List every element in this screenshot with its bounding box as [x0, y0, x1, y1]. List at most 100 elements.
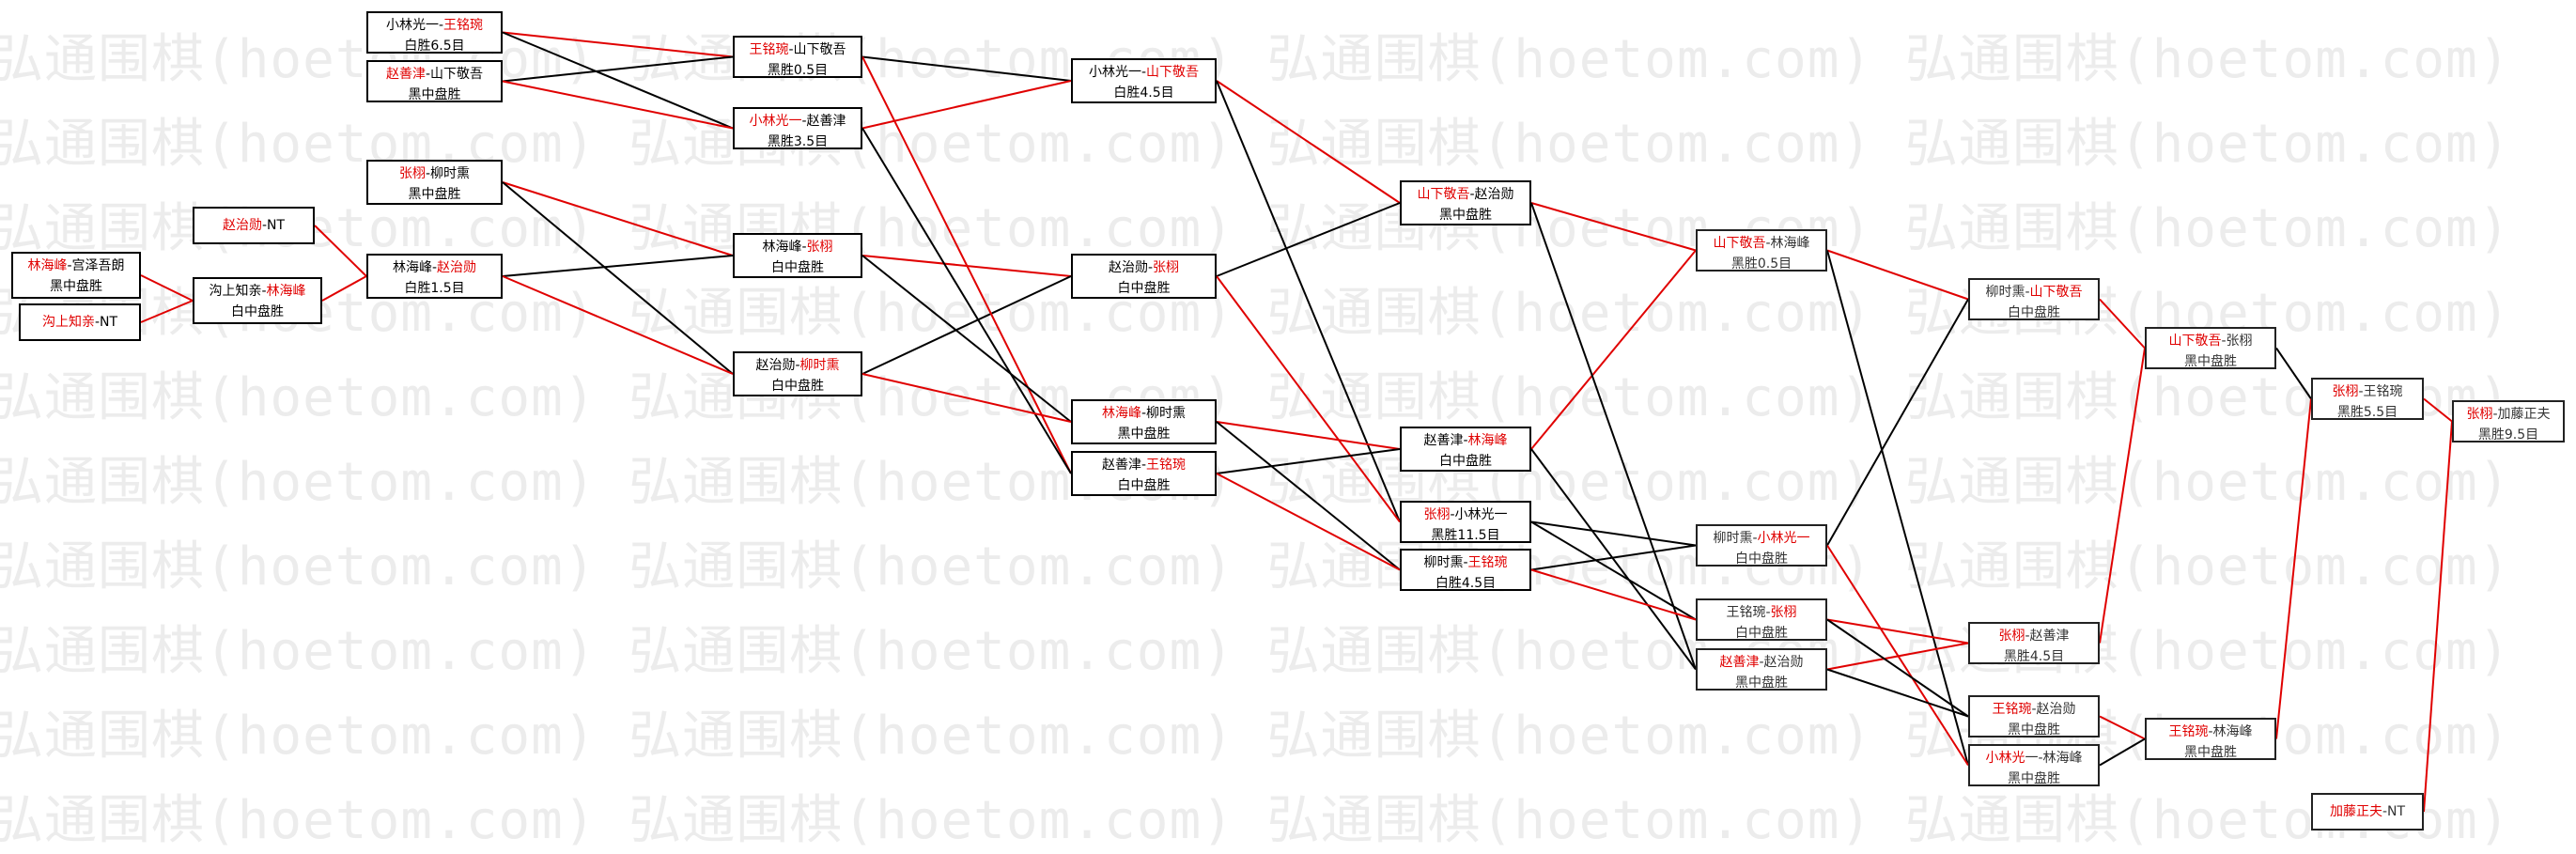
- winner-advance-line: [2099, 298, 2146, 349]
- winner-advance-line: [861, 56, 1072, 474]
- match-result: 白中盘胜: [1735, 551, 1788, 567]
- winner-advance-line: [2099, 715, 2146, 740]
- match-result: 黑胜4.5目: [2003, 649, 2065, 664]
- match-result: 黑胜9.5目: [2477, 427, 2539, 443]
- match-lin-vs-cho-chikun: 林海峰-赵治勋白胜1.5目: [366, 254, 503, 299]
- winner-name: 张栩: [2466, 407, 2493, 422]
- player-name: -宫泽吾朗: [67, 258, 125, 273]
- player-name: -加藤正夫: [2492, 407, 2551, 422]
- match-players: 小林光一-林海峰: [1970, 748, 2098, 769]
- winner-advance-line: [2099, 348, 2146, 644]
- match-players: 赵治勋-张栩: [1073, 257, 1215, 278]
- match-players: 张栩-柳时熏: [368, 163, 501, 184]
- player-name: 赵治勋-: [1108, 260, 1154, 275]
- player-name: 赵治勋-: [755, 358, 800, 373]
- winner-name: 赵治勋: [222, 218, 262, 233]
- match-players: 赵善津-赵治勋: [1698, 652, 1825, 673]
- winner-advance-line: [140, 274, 194, 302]
- loser-advance-line: [1826, 250, 1969, 766]
- winner-advance-line: [861, 373, 1072, 423]
- loser-advance-line: [1530, 448, 1697, 671]
- match-result: 黑胜0.5目: [1730, 256, 1792, 272]
- match-players: 林海峰-宫泽吾朗: [13, 256, 139, 276]
- match-zhang-xu-vs-ryu: 张栩-柳时熏黑中盘胜: [366, 160, 503, 205]
- match-players: 柳时熏-小林光一: [1698, 528, 1825, 549]
- match-result: 白胜6.5目: [404, 39, 465, 54]
- match-kobayashi-vs-lin: 小林光一-林海峰黑中盘胜: [1968, 744, 2100, 786]
- match-result: 白中盘胜: [771, 260, 824, 275]
- match-result: 黑中盘胜: [2184, 354, 2237, 369]
- match-players: 赵善津-王铭琬: [1073, 455, 1215, 475]
- match-players: 山下敬吾-张栩: [2147, 331, 2274, 351]
- loser-advance-line: [1216, 421, 1401, 571]
- loser-advance-line: [1826, 668, 1969, 718]
- match-players: 林海峰-赵治勋: [368, 257, 501, 278]
- match-result: 黑胜11.5目: [1431, 528, 1500, 543]
- winner-name: 张栩: [1770, 605, 1797, 620]
- winner-name: 王铭琬: [749, 42, 789, 57]
- player-name: 小林光一-: [1088, 65, 1147, 80]
- match-zhao-shanjin-vs-yamashita: 赵善津-山下敬吾黑中盘胜: [366, 60, 503, 102]
- match-result: 黑中盘胜: [408, 87, 461, 102]
- match-result: 黑中盘胜: [1439, 208, 1492, 223]
- match-cho-chikun-vs-zhang-xu: 赵治勋-张栩白中盘胜: [1071, 254, 1217, 299]
- player-name: 柳时熏-: [1985, 285, 2030, 300]
- match-result: 黑中盘胜: [2184, 745, 2237, 760]
- match-mizokami-vs-nt: 沟上知亲-NT: [19, 303, 141, 341]
- winner-name: 赵治勋: [437, 260, 477, 275]
- loser-advance-line: [1216, 80, 1401, 522]
- match-players: 赵治勋-NT: [194, 215, 313, 236]
- loser-advance-line: [1530, 202, 1697, 670]
- player-name: -林海峰: [2208, 724, 2253, 739]
- match-players: 赵善津-山下敬吾: [368, 64, 501, 85]
- loser-advance-line: [2275, 347, 2312, 400]
- match-players: 沟上知亲-NT: [21, 312, 139, 333]
- player-name: -山下敬吾: [425, 67, 484, 82]
- match-result: 黑中盘胜: [2008, 722, 2060, 738]
- player-name: -张栩: [2221, 334, 2253, 349]
- winner-name: 赵善津: [385, 67, 426, 82]
- winner-advance-line: [1216, 473, 1401, 571]
- match-result: 白中盘胜: [1735, 626, 1788, 641]
- match-lin-vs-miyazawa: 林海峰-宫泽吾朗黑中盘胜: [11, 252, 141, 299]
- winner-name: 张栩: [1423, 507, 1451, 522]
- winner-name: 山下敬吾: [1713, 236, 1766, 251]
- winner-name: 山下敬吾: [1146, 65, 1200, 80]
- winner-name: 小林光: [1985, 751, 2025, 766]
- match-o-meien-vs-yamashita: 王铭琬-山下敬吾黑胜0.5目: [733, 36, 862, 78]
- winner-name: 加藤正夫: [2329, 804, 2382, 819]
- player-name: -NT: [261, 218, 286, 233]
- loser-advance-line: [502, 255, 734, 277]
- match-result: 白胜1.5目: [404, 281, 465, 296]
- winner-name: 山下敬吾: [2029, 285, 2083, 300]
- winner-name: 山下敬吾: [1417, 187, 1470, 202]
- winner-name: 张栩: [806, 240, 833, 255]
- loser-advance-line: [1216, 448, 1401, 474]
- match-players: 赵治勋-柳时熏: [735, 355, 861, 376]
- match-yamashita-vs-cho-chikun: 山下敬吾-赵治勋黑中盘胜: [1400, 180, 1531, 225]
- match-players: 山下敬吾-赵治勋: [1402, 184, 1529, 205]
- winner-advance-line: [1216, 275, 1401, 523]
- match-zhang-xu-vs-kobayashi: 张栩-小林光一黑胜11.5目: [1400, 501, 1531, 543]
- match-lin-vs-ryu: 林海峰-柳时熏黑中盘胜: [1071, 399, 1217, 444]
- match-result: 白胜4.5目: [1113, 85, 1174, 101]
- match-result: 白中盘胜: [1439, 454, 1492, 469]
- player-name: 林海峰-: [392, 260, 438, 275]
- match-players: 张栩-小林光一: [1402, 505, 1529, 525]
- match-players: 王铭琬-山下敬吾: [735, 39, 861, 60]
- player-name: -小林光一: [1450, 507, 1508, 522]
- match-kobayashi-vs-yamashita: 小林光一-山下敬吾白胜4.5目: [1071, 58, 1217, 103]
- loser-advance-line: [502, 181, 734, 375]
- match-cho-chikun-vs-nt: 赵治勋-NT: [193, 207, 315, 244]
- match-result: 黑中盘胜: [50, 279, 102, 294]
- player-name: -赵治勋: [2031, 702, 2076, 717]
- loser-advance-line: [502, 55, 734, 83]
- match-result: 黑胜0.5目: [767, 63, 829, 78]
- match-kobayashi-vs-o-meien: 小林光一-王铭琬白胜6.5目: [366, 11, 503, 54]
- loser-advance-line: [861, 127, 1072, 474]
- loser-advance-line: [1826, 618, 1969, 718]
- match-players: 林海峰-张栩: [735, 237, 861, 257]
- match-kato-vs-nt: 加藤正夫-NT: [2311, 793, 2424, 831]
- winner-advance-line: [140, 300, 194, 323]
